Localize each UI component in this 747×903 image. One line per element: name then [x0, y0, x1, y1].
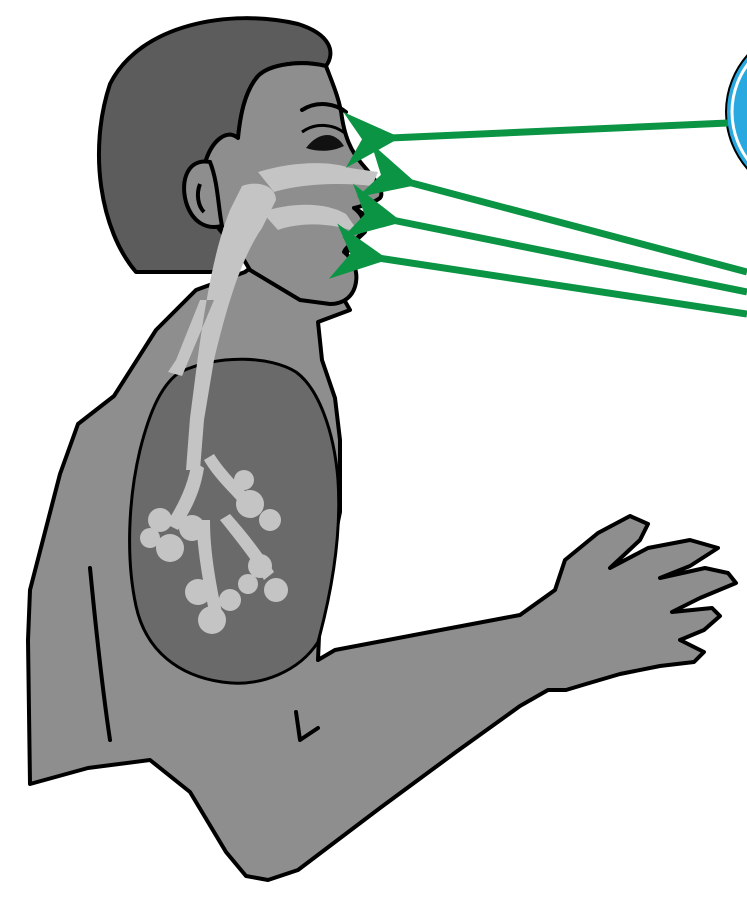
arrow-left-icon — [378, 258, 747, 314]
arrow-left-icon — [390, 123, 728, 138]
source-circle-icon — [726, 26, 747, 198]
